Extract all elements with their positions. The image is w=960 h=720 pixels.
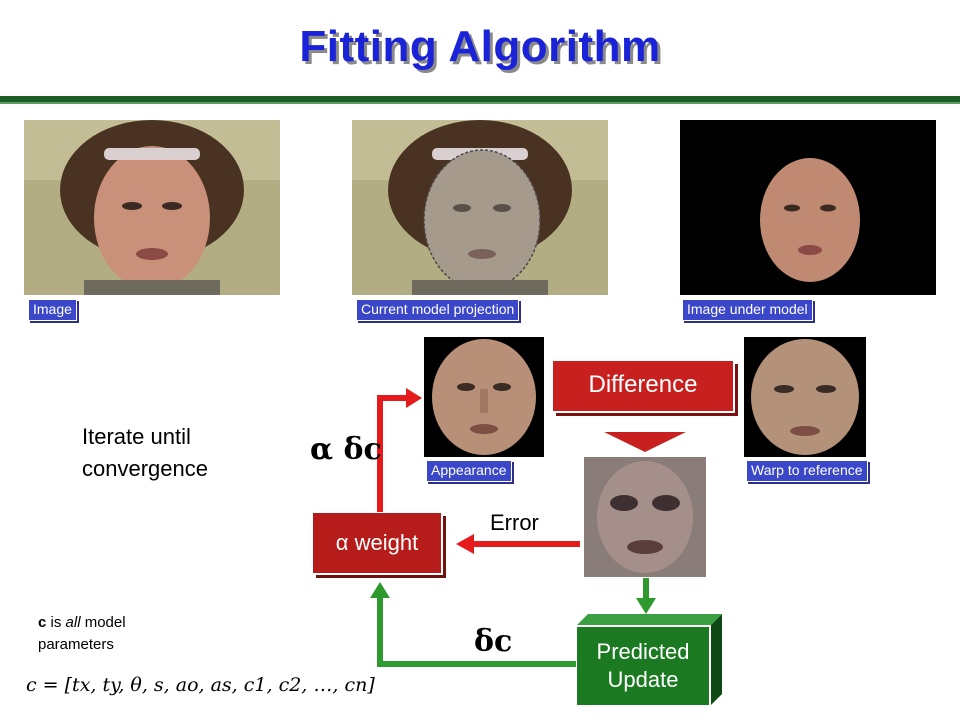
c-note-line2: parameters [38,636,114,653]
error-image [584,457,706,577]
weight-box: α weight [312,512,446,578]
caption-image-under-model: Image under model [682,299,813,321]
delta-c-label: δc [474,624,513,659]
caption-appearance: Appearance [426,460,512,482]
delta-c-arrow [377,594,578,667]
alpha-delta-c-label: α δc [310,432,382,467]
weight-label: α weight [335,530,419,555]
predicted-update-box: Predicted Update [576,614,724,708]
page-title: Fitting Algorithm [299,22,661,71]
difference-funnel-arrow [600,430,690,452]
parameter-formula: c = [tx, ty, θ, s, ao, as, c1, c2, …, cn… [26,674,375,696]
warp-to-reference-image [744,337,866,457]
c-note-all: all [65,614,81,631]
c-note-symbol: c [38,614,47,631]
update-arrow [377,395,410,512]
title-underline [0,96,960,102]
c-note: c is all model parameters [38,612,126,656]
iterate-label-line1: Iterate until [82,424,191,449]
difference-box: Difference [552,360,738,416]
iterate-label-line2: convergence [82,456,208,481]
error-label: Error [490,510,539,535]
caption-image: Image [28,299,77,321]
current-model-projection-image [352,120,608,295]
title-underline-accent [0,102,960,104]
predicted-label-line2: Update [607,667,679,692]
c-note-is: is [46,614,66,631]
c-note-model: model [80,614,126,631]
difference-label: Difference [588,371,698,398]
input-image [24,120,280,295]
image-under-model [680,120,936,295]
appearance-image [424,337,544,457]
predicted-label-line1: Predicted [596,639,690,664]
caption-warp-to-reference: Warp to reference [746,460,868,482]
caption-current-model-projection: Current model projection [356,299,520,321]
